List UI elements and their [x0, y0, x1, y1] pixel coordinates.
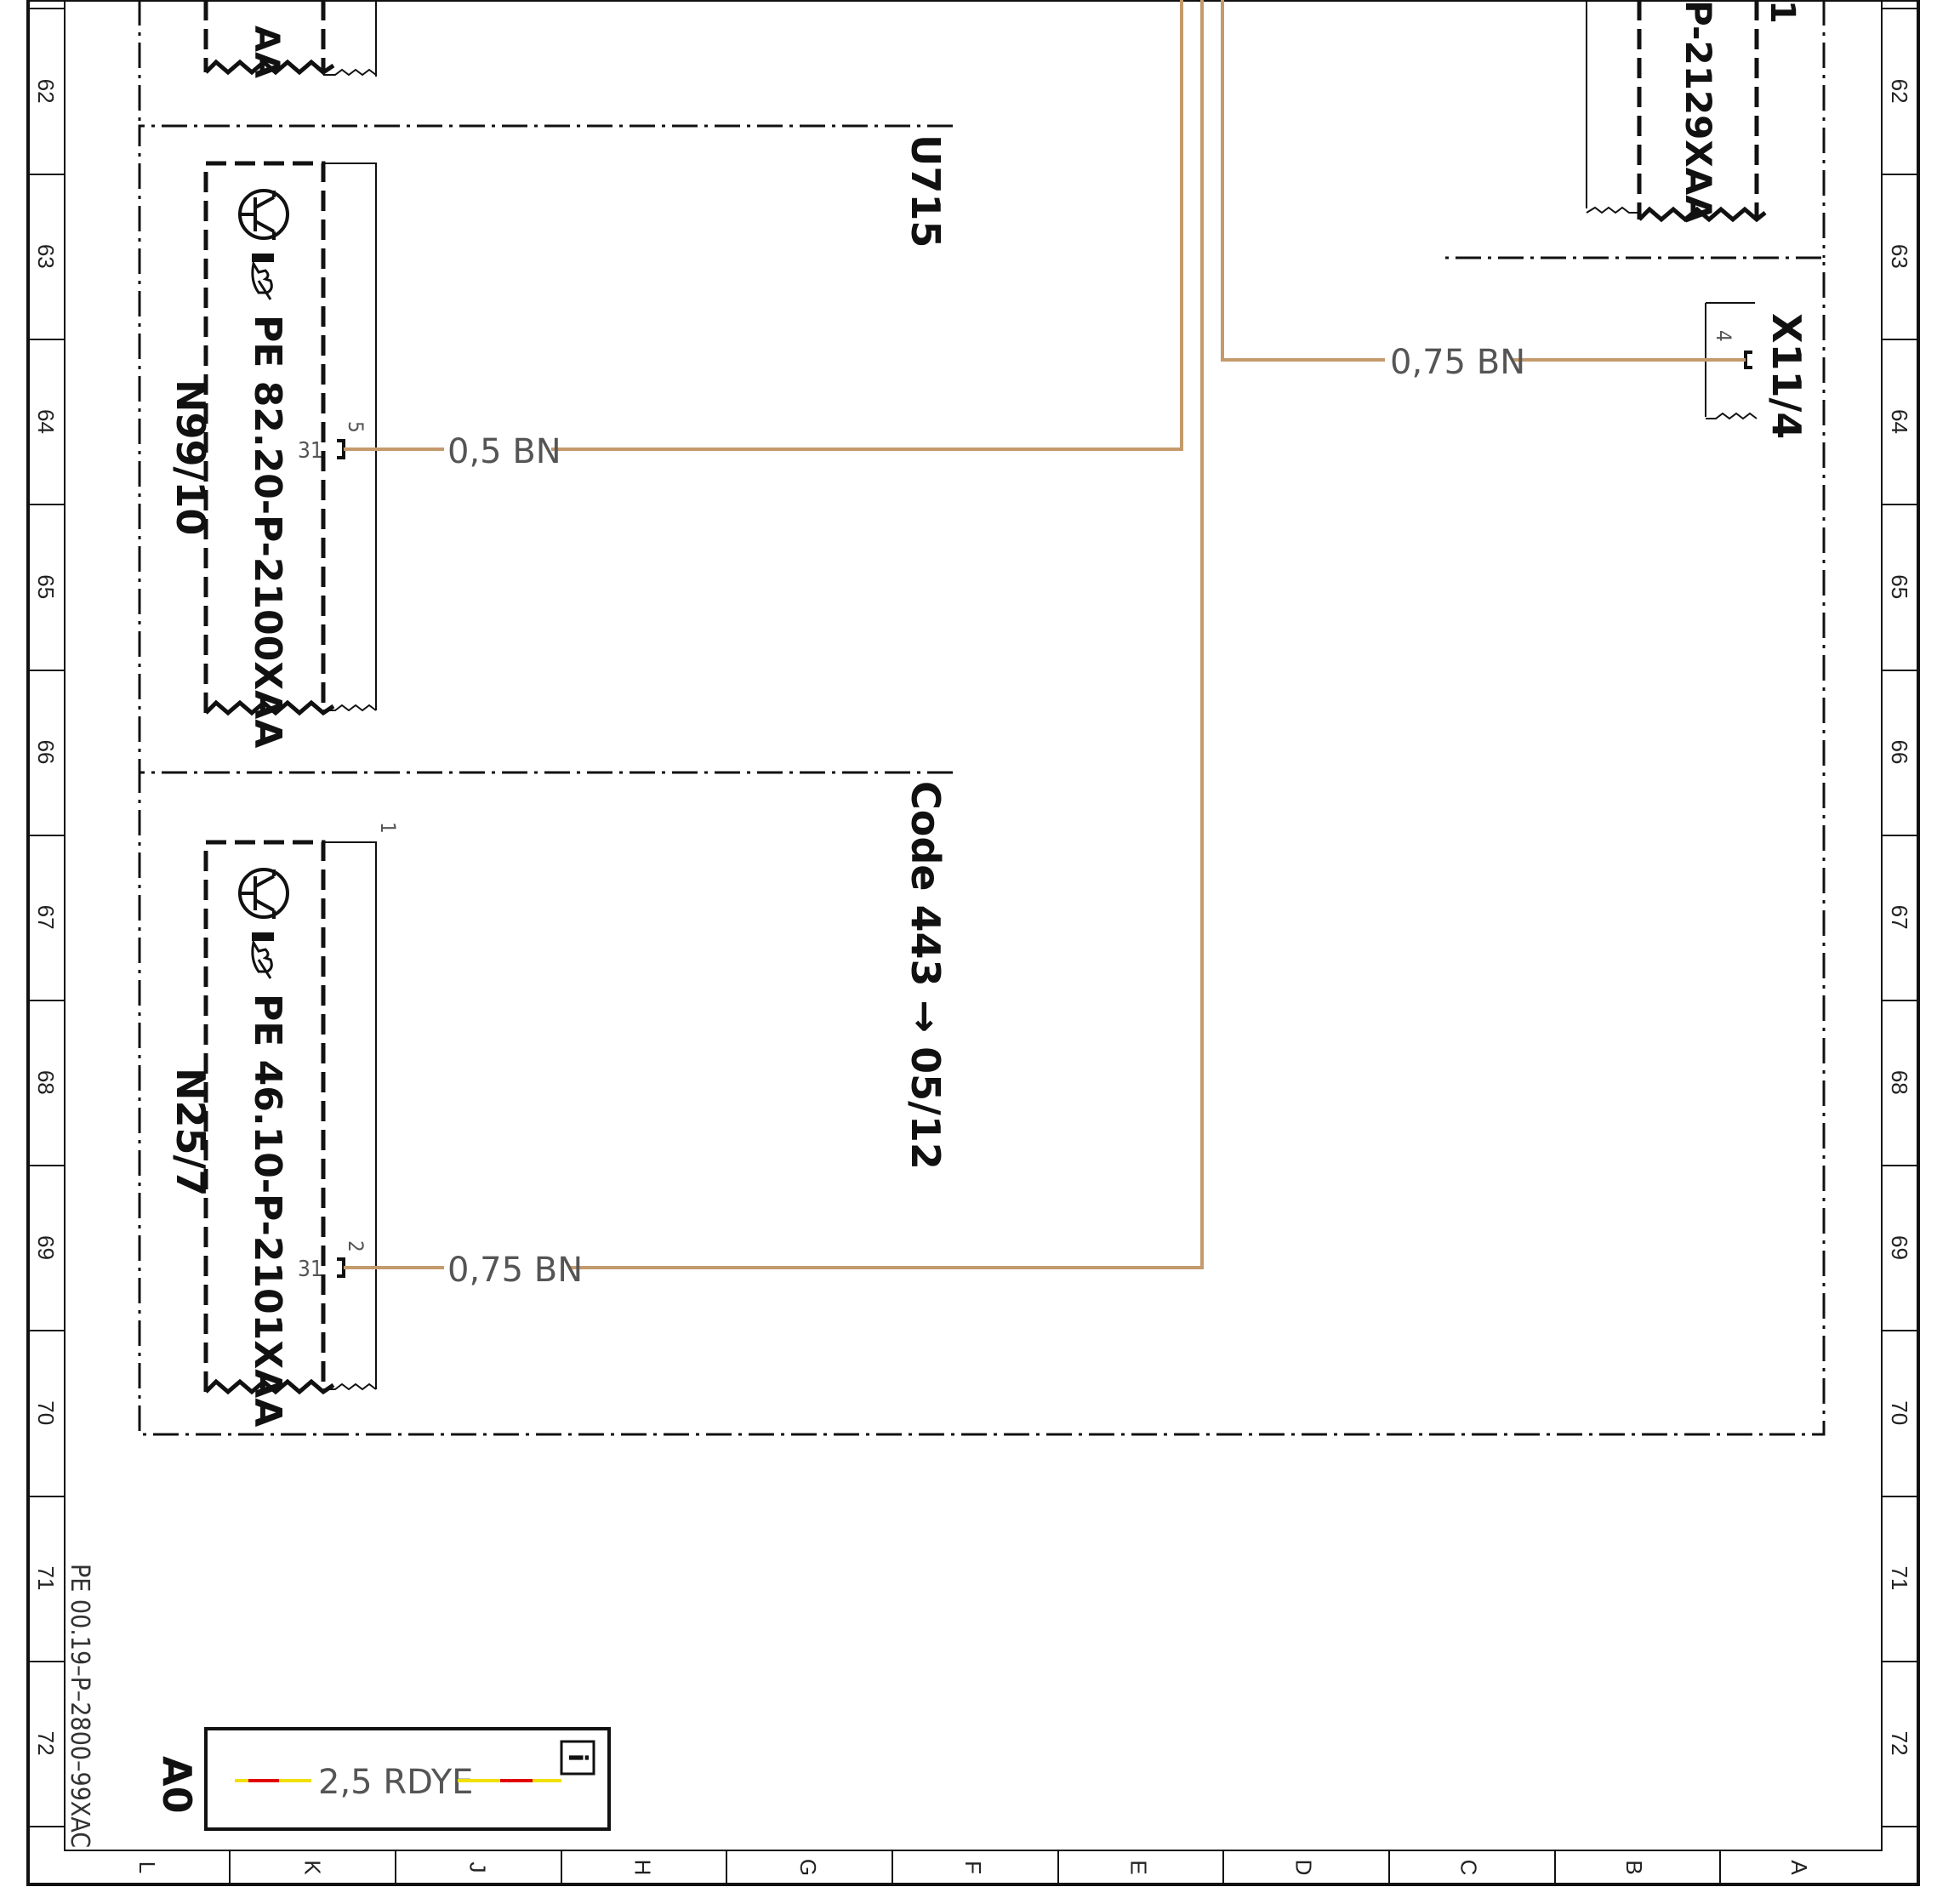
- col-label: C: [1456, 1860, 1482, 1876]
- row-label: 63: [1887, 244, 1912, 269]
- col-label: A: [1786, 1860, 1812, 1875]
- n25-ref: PE 46.10-P-2101XAA: [246, 994, 289, 1427]
- n99-id: N99/10: [168, 379, 214, 535]
- x11-pin: 4: [1712, 330, 1735, 342]
- legend-title: A0: [154, 1756, 200, 1814]
- legend-label: 2,5 RDYE: [318, 1763, 473, 1802]
- connector-top-left: [203, 0, 377, 77]
- wire-label-2: 0,75 BN: [447, 1251, 583, 1290]
- row-label: 66: [33, 739, 59, 764]
- wire-label-1: 0,5 BN: [447, 432, 561, 471]
- wire-label-3: 0,75 BN: [1390, 343, 1525, 382]
- u715-module-border: [138, 124, 953, 772]
- u715-label: U715: [903, 134, 949, 248]
- legend-box: A0 2,5 RDYE i: [154, 1727, 611, 1831]
- row-labels-right: 62 63 64 65 66 67 68 69 70 71 72: [1887, 79, 1912, 1756]
- wire-n99-b: [551, 0, 1183, 451]
- row-label: 64: [1887, 409, 1912, 434]
- n99-connector: PE 82.20-P-2100XAA N99/10 5 31: [168, 161, 377, 748]
- n25-connector: PE 46.10-P-2101XAA N25/7 2 1 31: [168, 822, 400, 1427]
- top-right-ref: P-2129XAA: [1678, 0, 1719, 223]
- x11-connector: 4 X11/4: [1705, 302, 1809, 439]
- col-label: D: [1291, 1860, 1317, 1876]
- wire-x11-b: [1221, 0, 1385, 362]
- n25-pin: 2: [344, 1240, 367, 1252]
- row-label: 65: [1887, 574, 1912, 599]
- row-label: 67: [1887, 905, 1912, 930]
- row-labels-left: 62 63 64 65 66 67 68 69 70 71 72: [33, 79, 59, 1756]
- n99-pin: 5: [344, 421, 367, 433]
- row-label: 72: [1887, 1731, 1912, 1756]
- top-right-tag: 1: [1763, 0, 1802, 24]
- col-label: L: [134, 1861, 160, 1873]
- row-grid-left: [28, 8, 65, 1827]
- col-label: E: [1125, 1860, 1151, 1874]
- row-label: 66: [1887, 739, 1912, 764]
- transistor-icon: [238, 189, 289, 240]
- info-icon: [560, 1740, 595, 1776]
- row-label: 65: [33, 574, 59, 599]
- n25-id: N25/7: [168, 1068, 214, 1196]
- n99-pin-code: 31: [298, 438, 323, 464]
- row-label: 71: [1887, 1565, 1912, 1590]
- row-label: 62: [1887, 79, 1912, 104]
- pointing-hand-icon: [251, 932, 274, 979]
- pointing-hand-icon: [251, 254, 274, 300]
- col-label: K: [299, 1860, 325, 1875]
- col-label: H: [630, 1860, 656, 1876]
- connector-top-right: [1586, 0, 1767, 223]
- row-label: 69: [1887, 1235, 1912, 1260]
- doc-reference: PE 00.19–P–2800–99XAC: [65, 1564, 94, 1848]
- row-label: 70: [33, 1400, 59, 1425]
- row-label: 64: [33, 409, 59, 434]
- row-label: 70: [1887, 1400, 1912, 1425]
- info-icon-glyph: i: [562, 1753, 592, 1762]
- outer-frame: [26, 0, 1920, 1886]
- row-grid-right: [1882, 8, 1918, 1827]
- code443-module-border: [138, 256, 1826, 1436]
- col-label: J: [465, 1862, 491, 1873]
- row-label: 71: [33, 1565, 59, 1590]
- col-grid-ticks: [229, 1850, 1721, 1884]
- col-label: F: [960, 1861, 986, 1874]
- brown-wires: [344, 0, 1746, 1269]
- n25-pin-top: 1: [376, 822, 400, 834]
- row-label: 69: [33, 1235, 59, 1260]
- wire-n25-b: [568, 0, 1204, 1269]
- n25-pin-code: 31: [298, 1257, 323, 1282]
- row-label: 62: [33, 79, 59, 104]
- transistor-icon: [238, 868, 289, 919]
- row-label: 72: [33, 1731, 59, 1756]
- row-label: 68: [33, 1070, 59, 1095]
- top-left-ref: AA: [247, 26, 286, 78]
- n99-ref: PE 82.20-P-2100XAA: [246, 315, 289, 748]
- inner-frame: [64, 0, 1883, 1851]
- code-label: Code 443 → 05/12: [903, 781, 949, 1170]
- x11-id: X11/4: [1763, 313, 1809, 439]
- row-label: 63: [33, 244, 59, 269]
- row-label: 68: [1887, 1070, 1912, 1095]
- col-label: B: [1621, 1860, 1647, 1874]
- col-label: G: [795, 1859, 821, 1876]
- row-label: 67: [33, 905, 59, 930]
